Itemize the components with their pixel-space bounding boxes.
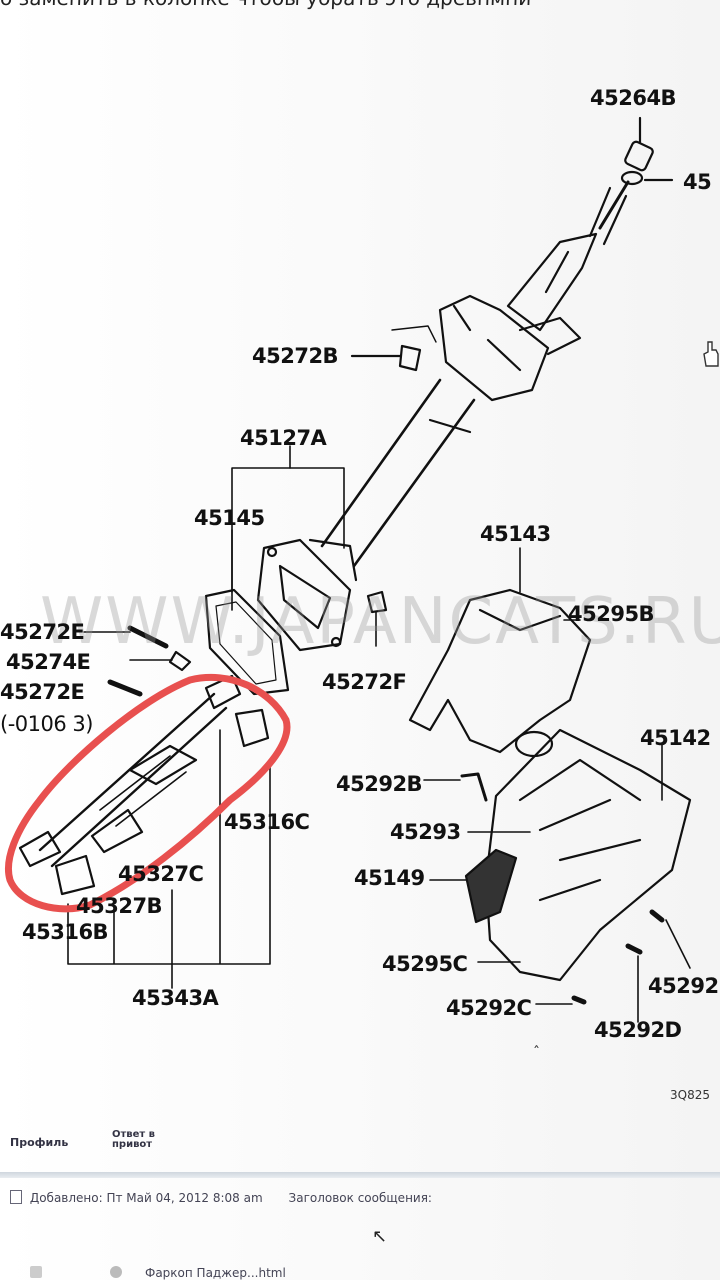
washer-part	[620, 170, 644, 186]
u-joint-lower	[18, 830, 62, 868]
grille-45149	[464, 848, 518, 924]
label-date-range: (-0106 3)	[0, 712, 93, 736]
watermark-text: WWW.JAPANCATS.RU	[40, 585, 720, 659]
post-separator	[0, 1172, 720, 1178]
label-45292b: 45292B	[336, 772, 423, 796]
bolt-45272b	[398, 344, 422, 372]
label-45142: 45142	[640, 726, 711, 750]
shaft-housing	[506, 232, 598, 332]
mouse-pointer-icon: ↖	[372, 1226, 388, 1247]
small-mark: ˆ	[533, 1045, 540, 1061]
bushing-45316b	[54, 854, 96, 896]
upper-shroud-45143	[408, 588, 592, 754]
label-45272e-bot: 45272E	[0, 680, 85, 704]
bolt-45272e-bot	[107, 679, 143, 697]
gasket-45145	[204, 588, 290, 696]
subject-label: Заголовок сообщения:	[288, 1191, 432, 1205]
bolt-45272f	[366, 590, 388, 614]
label-45145: 45145	[194, 506, 265, 530]
intermediate-shaft	[38, 692, 228, 868]
label-45272e-top: 45272E	[0, 620, 85, 644]
label-45293: 45293	[390, 820, 461, 844]
label-45143: 45143	[480, 522, 551, 546]
label-45292-cut: 45292	[648, 974, 719, 998]
attachment-link[interactable]: Фаркоп Паджер...html	[145, 1266, 286, 1280]
label-45149: 45149	[354, 866, 425, 890]
label-45272b: 45272B	[252, 344, 339, 368]
label-45327c: 45327C	[118, 862, 204, 886]
label-45316c: 45316C	[224, 810, 310, 834]
red-highlight-ring	[5, 673, 291, 913]
attachment-icon	[110, 1266, 122, 1278]
post-meta: Добавлено: Пт Май 04, 2012 8:08 am Загол…	[10, 1190, 432, 1205]
lower-shroud-45142	[484, 728, 692, 982]
post-bottom-row: Фаркоп Паджер...html	[0, 1262, 720, 1280]
post-icon	[10, 1190, 22, 1204]
quote-icon	[30, 1266, 42, 1278]
bolt-45292b	[460, 772, 488, 802]
label-45127a: 45127A	[240, 426, 327, 450]
nut-45274e	[168, 650, 192, 672]
diagram-code: 3Q825	[670, 1088, 710, 1102]
label-45316b: 45316B	[22, 920, 109, 944]
parts-diagram	[5, 116, 692, 1023]
label-45274e: 45274E	[6, 650, 91, 674]
column-body	[438, 294, 550, 402]
label-45272f: 45272F	[322, 670, 407, 694]
label-45295b: 45295B	[568, 602, 655, 626]
bolt-45272e-top	[127, 625, 169, 649]
posted-date: Добавлено: Пт Май 04, 2012 8:08 am	[29, 1191, 263, 1205]
reply-private-button[interactable]: Ответ в привот	[112, 1129, 156, 1150]
label-45327b: 45327B	[76, 894, 163, 918]
label-45343a: 45343A	[132, 986, 219, 1010]
label-45295c: 45295C	[382, 952, 468, 976]
label-45-cut: 45	[683, 170, 712, 194]
label-45292c: 45292C	[446, 996, 532, 1020]
nut-part	[624, 140, 654, 172]
post-action-bar: Профиль Ответ в привот	[0, 1122, 720, 1172]
label-45292d: 45292D	[594, 1018, 682, 1042]
hand-cursor-icon	[703, 341, 719, 367]
bushing-45316c	[234, 708, 270, 748]
profile-button[interactable]: Профиль	[10, 1136, 69, 1149]
label-45264b: 45264B	[590, 86, 677, 110]
